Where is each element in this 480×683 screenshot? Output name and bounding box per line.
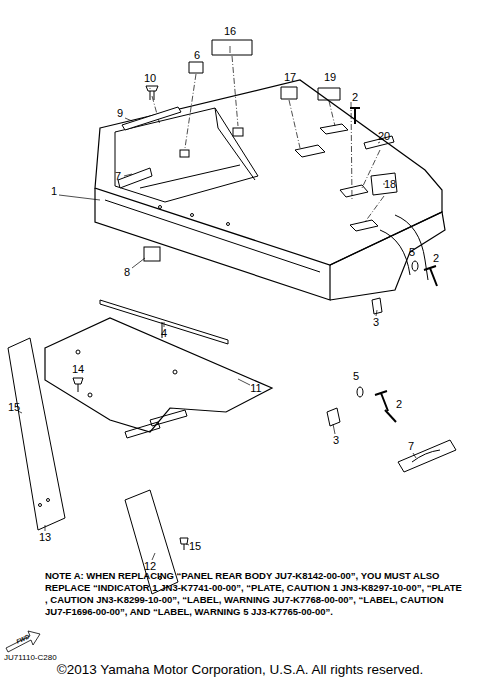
callout-number: 20 [378,131,390,142]
callout-number: 5 [353,371,359,382]
callout-number: 10 [144,73,156,84]
callout-number: 19 [324,72,336,83]
callout-number: 3 [333,435,339,446]
callout-number: 9 [117,108,123,119]
callout-number: 13 [39,532,51,543]
callout-number: 5 [409,247,415,258]
callout-number: 2 [396,399,402,410]
callout-number: 2 [433,253,439,264]
callout-number: 8 [124,267,130,278]
callout-number: 2 [352,92,358,103]
callout-number: 1 [51,186,57,197]
callout-number: 15 [189,541,201,552]
callout-number: 18 [384,179,396,190]
callout-number: 6 [194,50,200,61]
callout-number: 4 [161,328,167,339]
drawing-code: JU71110-C280 [4,654,57,662]
callout-number: 12 [144,561,156,572]
callout-number: 16 [224,26,236,37]
note-text: NOTE A: WHEN REPLACING “PANEL REAR BODY … [45,570,465,618]
callout-number: 15 [8,402,20,413]
callout-number: 7 [115,171,121,182]
callout-number: 14 [72,364,84,375]
callout-number: 11 [250,383,261,394]
callout-number: 17 [284,72,296,83]
callout-number: 3 [373,317,379,328]
callout-number: 7 [408,441,414,452]
copyright-text: ©2013 Yamaha Motor Corporation, U.S.A. A… [0,663,480,677]
